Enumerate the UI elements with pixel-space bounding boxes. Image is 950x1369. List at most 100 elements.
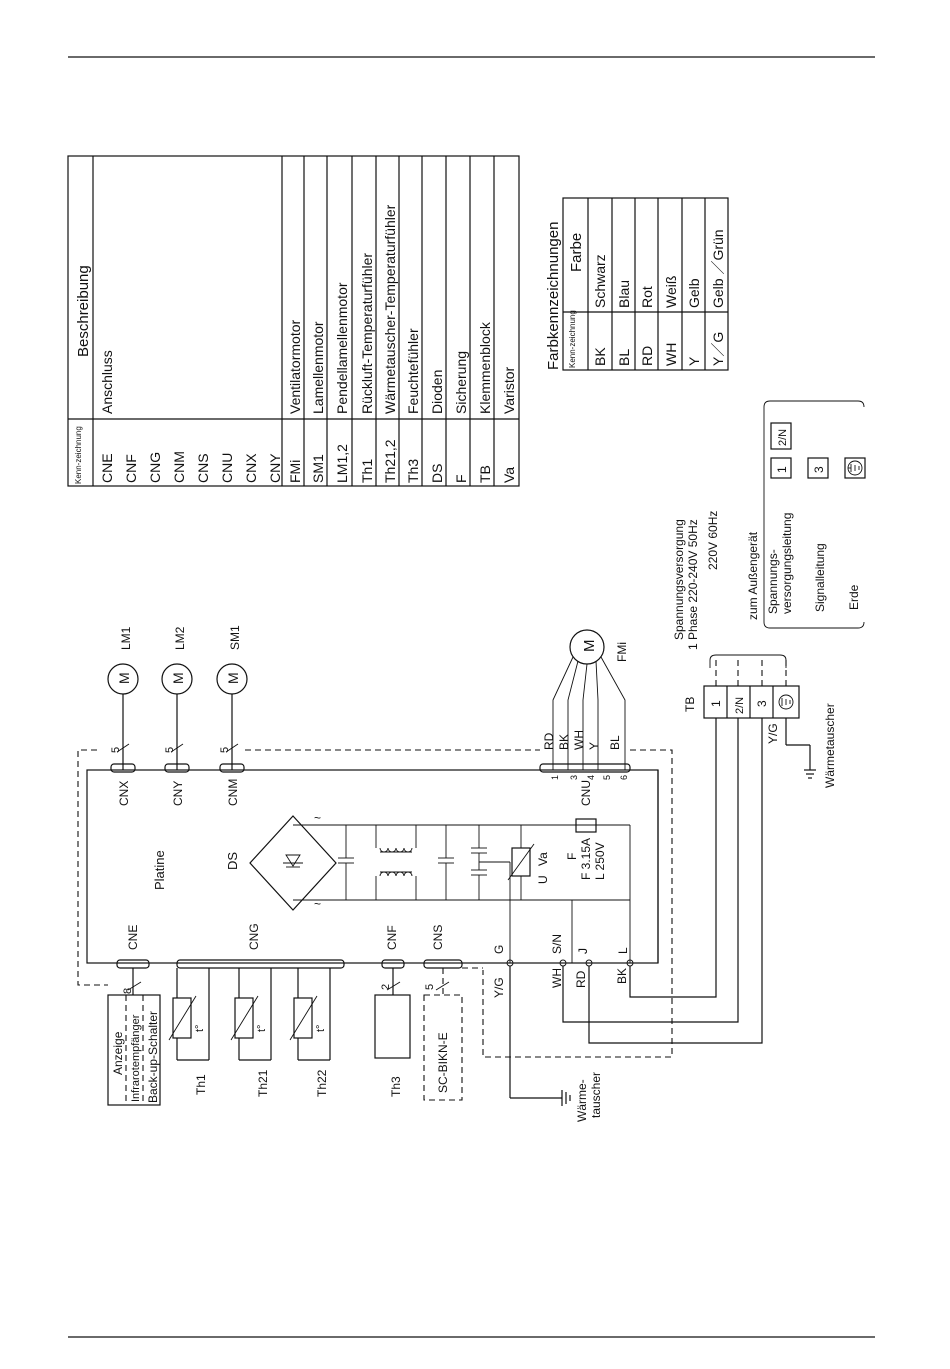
legend-code-7: CNY (267, 453, 283, 483)
legend-code-16: TB (477, 465, 493, 483)
legend-desc-15: Sicherung (453, 351, 469, 414)
th22-label: Th22 (315, 1069, 329, 1097)
legend-desc-9: Lamellenmotor (310, 321, 326, 414)
legend-code-8: FMi (287, 460, 303, 483)
supply-line-label-2: versorgungsleitung (780, 513, 794, 614)
fuse-rating-2: L 250V (593, 842, 607, 880)
tb-terminal-2n: 2/N (734, 697, 746, 714)
legend-table: Kenn-zeichnungBeschreibungCNEAnschlussCN… (67, 155, 520, 487)
cnu-pin-5: 5 (602, 775, 612, 780)
terminal-l: L (616, 947, 630, 954)
color-name-0: Schwarz (592, 254, 608, 308)
outdoor-unit-legend: zum Außengerät Spannungs- versorgungslei… (746, 400, 866, 629)
varistor-u-mark: U (536, 875, 550, 884)
ac-mark-bottom: ~ (314, 897, 321, 911)
legend-code-14: DS (429, 464, 445, 483)
outdoor-unit-title: zum Außengerät (746, 531, 760, 620)
legend-terminal-2n: 2/N (777, 429, 789, 446)
legend-terminal-1: 1 (775, 466, 789, 473)
cnu-pin-1: 1 (550, 775, 560, 780)
connector-cne: CNE (126, 925, 140, 950)
connector-cnu: CNU (579, 780, 593, 806)
peripherals: 8 Anzeige Infrarotempfänger Back-up-Scha… (107, 967, 483, 1106)
legend-code-17: Va (501, 467, 517, 483)
color-code-0: BK (592, 347, 608, 366)
board-label: Platine (152, 850, 167, 890)
cny-pin-count: 5 (164, 747, 176, 753)
color-name-5: Gelb ／Grün (710, 229, 726, 308)
cnu-pin-6: 6 (619, 775, 629, 780)
lm2-symbol: M (170, 672, 186, 684)
legend-desc-10: Pendellamellenmotor (334, 282, 350, 414)
connector-cns: CNS (431, 925, 445, 950)
legend-code-4: CNS (195, 453, 211, 483)
color-code-1: BL (616, 349, 632, 366)
legend-code-0: CNE (99, 453, 115, 483)
th3-label: Th3 (389, 1076, 403, 1097)
earth-label: Erde (847, 584, 861, 610)
power-supply-label: Spannungsversorgung 1 Phase 220-240V 50H… (672, 511, 720, 650)
legend-code-3: CNM (171, 451, 187, 483)
legend-desc-0: Anschluss (99, 350, 115, 414)
legend-code-2: CNG (147, 452, 163, 483)
diode-icon (283, 854, 303, 868)
legend-desc-16: Klemmenblock (477, 321, 493, 414)
tb-earth-wire-label: Y/G (766, 723, 780, 744)
power-wiring: Y/G WH RD BK Wärme- tauscher (492, 718, 763, 1122)
fan-wire-bl: BL (608, 735, 622, 750)
color-code-3: WH (663, 343, 679, 366)
lm2-label: LM2 (173, 626, 187, 650)
lm1-label: LM1 (119, 626, 133, 650)
color-table: Farbkennzeichnungen Kenn-zeichnungFarbeB… (545, 197, 729, 371)
tb-earth-target: Wärmetauscher (823, 703, 837, 788)
l-wire-label: BK (615, 968, 629, 984)
cnm-pin-count: 5 (219, 747, 231, 753)
legend-code-5: CNU (219, 453, 235, 483)
diode-label: DS (225, 852, 240, 870)
connector-cny: CNY (171, 781, 185, 806)
connector-cnm: CNM (226, 779, 240, 806)
terminal-sn: S/N (550, 934, 564, 954)
fan-wire-y: Y (587, 742, 601, 750)
cnu-pin-3: 3 (569, 775, 579, 780)
fan-motor-label: FMi (615, 642, 629, 662)
color-name-2: Rot (639, 286, 655, 308)
color-code-4: Y (686, 356, 702, 366)
legend-code-9: SM1 (310, 454, 326, 483)
cne-pin-count: 8 (122, 988, 134, 994)
terminal-block: TB 1 2/N 3 Y/G Wärmetauscher (683, 654, 837, 788)
legend-desc-17: Varistor (501, 366, 517, 414)
legend-code-1: CNF (123, 454, 139, 483)
legend-code-6: CNX (243, 453, 259, 483)
color-name-1: Blau (616, 280, 632, 308)
color-name-4: Gelb (686, 278, 702, 308)
th21-temp-symbol: t° (256, 1025, 268, 1032)
fan-wire-wh: WH (572, 730, 586, 750)
ir-receiver-label: Infrarotempfänger (130, 1014, 142, 1102)
tb-terminal-1: 1 (709, 700, 723, 707)
fuse-label: F (565, 853, 579, 860)
board-earth-target-1: Wärme- (575, 1079, 589, 1122)
power-supply-title: Spannungsversorgung (672, 519, 686, 640)
legend-code-11: Th1 (359, 459, 375, 483)
connector-cng: CNG (247, 923, 261, 950)
power-supply-line2: 220V 60Hz (706, 511, 720, 570)
th22-temp-symbol: t° (315, 1025, 327, 1032)
power-supply-line1: 1 Phase 220-240V 50Hz (686, 519, 700, 650)
legend-desc-14: Dioden (429, 370, 445, 414)
earth-symbol-icon (847, 460, 863, 476)
connector-cnf: CNF (385, 925, 399, 950)
sm1-label: SM1 (228, 625, 242, 650)
th21-label: Th21 (256, 1069, 270, 1097)
legend-desc-11: Rückluft-Temperaturfühler (359, 253, 375, 414)
legend-desc-13: Feuchtefühler (405, 328, 421, 414)
color-table-title: Farbkennzeichnungen (545, 222, 562, 370)
legend-header-code: Kenn-zeichnung (74, 426, 83, 484)
ac-mark-top: ~ (314, 811, 321, 825)
th1-temp-symbol: t° (194, 1025, 206, 1032)
j-wire-label: RD (574, 970, 588, 988)
g-wire-label: Y/G (492, 977, 506, 998)
color-header-color: Farbe (568, 233, 585, 272)
varistor-label: Va (536, 852, 550, 866)
